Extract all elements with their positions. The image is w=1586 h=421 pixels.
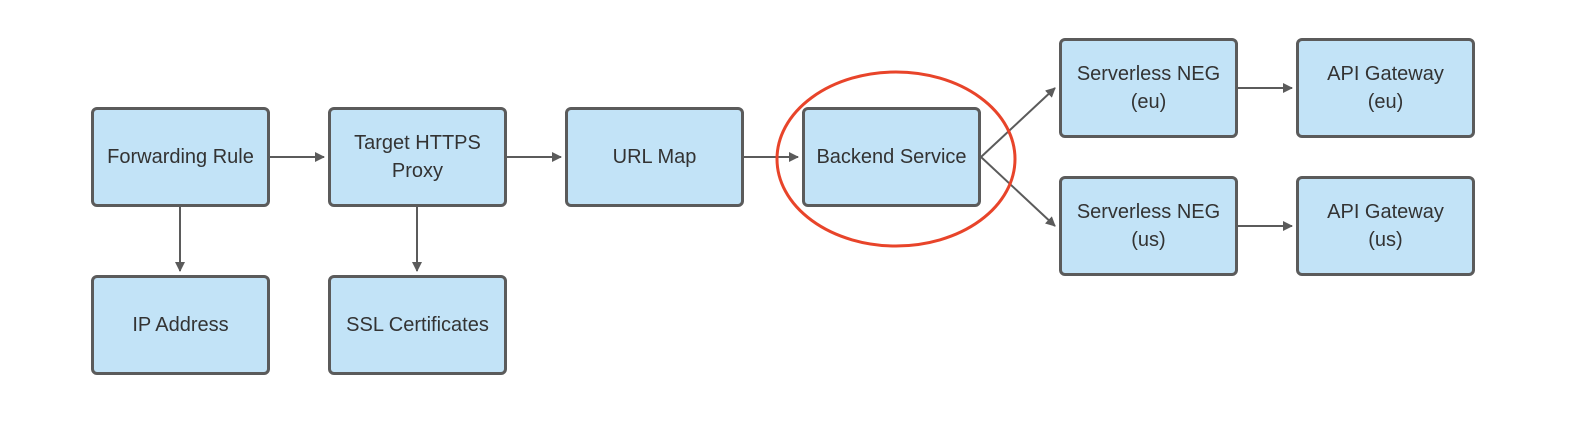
node-serverless-neg-eu-label: Serverless NEG (eu) bbox=[1076, 63, 1221, 113]
edge-backend-to-neg-us bbox=[980, 156, 1056, 227]
node-api-gateway-eu-label: API Gateway (eu) bbox=[1327, 63, 1444, 113]
node-backend-service[interactable]: Backend Service bbox=[802, 107, 981, 207]
node-api-gateway-eu[interactable]: API Gateway (eu) bbox=[1296, 38, 1475, 138]
node-serverless-neg-eu[interactable]: Serverless NEG (eu) bbox=[1059, 38, 1238, 138]
node-ssl-certificates-label: SSL Certificates bbox=[346, 314, 489, 336]
node-serverless-neg-us-label: Serverless NEG (us) bbox=[1076, 201, 1221, 251]
node-backend-service-label: Backend Service bbox=[816, 146, 967, 168]
node-api-gateway-us-label: API Gateway (us) bbox=[1327, 201, 1444, 251]
node-ip-address[interactable]: IP Address bbox=[91, 275, 270, 375]
node-url-map[interactable]: URL Map bbox=[565, 107, 744, 207]
node-target-https-proxy-label: Target HTTPS Proxy bbox=[354, 132, 481, 182]
node-api-gateway-us[interactable]: API Gateway (us) bbox=[1296, 176, 1475, 276]
node-url-map-label: URL Map bbox=[612, 146, 697, 168]
node-forwarding-rule-label: Forwarding Rule bbox=[107, 146, 254, 168]
edge-backend-to-neg-eu bbox=[980, 87, 1056, 158]
node-ssl-certificates[interactable]: SSL Certificates bbox=[328, 275, 507, 375]
node-forwarding-rule[interactable]: Forwarding Rule bbox=[91, 107, 270, 207]
node-target-https-proxy[interactable]: Target HTTPS Proxy bbox=[328, 107, 507, 207]
node-ip-address-label: IP Address bbox=[132, 314, 229, 336]
node-serverless-neg-us[interactable]: Serverless NEG (us) bbox=[1059, 176, 1238, 276]
